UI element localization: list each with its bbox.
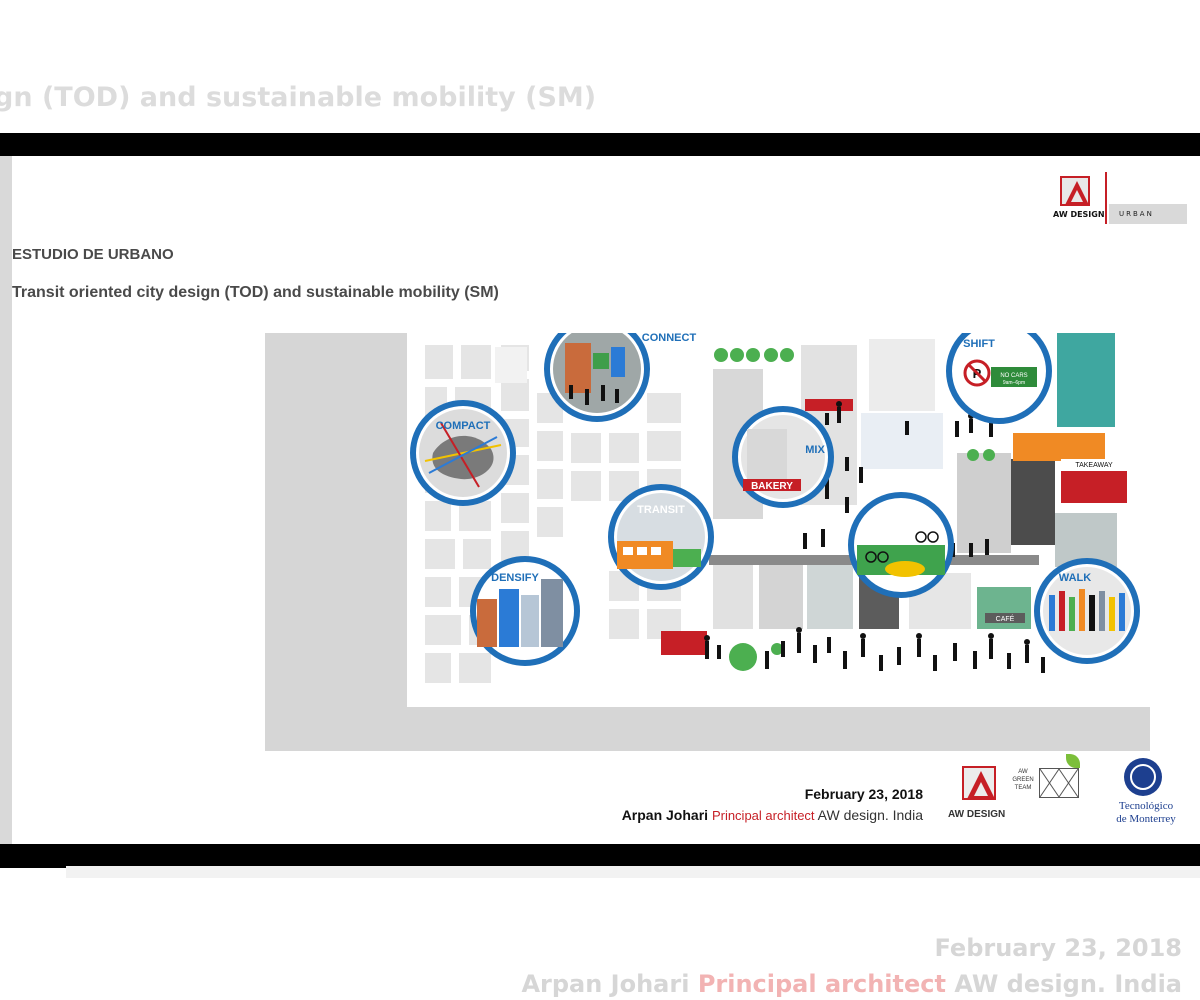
- svg-text:BAKERY: BAKERY: [751, 481, 793, 492]
- presenter-name: Arpan Johari: [621, 807, 709, 823]
- mix-label: MIX: [805, 444, 825, 456]
- slide-edge: [0, 156, 12, 844]
- aw-green-team-logo: AW GREEN TEAM: [1010, 754, 1086, 804]
- walk-circle: WALK: [1034, 558, 1140, 664]
- presenter-role: Principal architect: [711, 808, 815, 823]
- transit-circle: TRANSIT: [608, 484, 714, 590]
- cycle-circle: CYCLE: [848, 492, 954, 598]
- leaf-icon: [1066, 754, 1080, 768]
- compact-circle: COMPACT: [410, 400, 516, 506]
- aw-logo-icon: [1060, 176, 1090, 206]
- presenter-firm: AW design. India: [817, 807, 923, 823]
- cycle-label: CYCLE: [878, 504, 915, 516]
- brand-divider: [1105, 172, 1107, 224]
- tec-name-line1: Tecnológico: [1118, 800, 1174, 812]
- shift-circle: P NO CARS 9am–6pm SHIFT: [946, 333, 1052, 424]
- connect-circle: CONNECT: [544, 333, 697, 422]
- slide-shadow: [66, 866, 1200, 878]
- tod-illustration-svg: COMPACT CONNECT: [265, 333, 1150, 751]
- cafe-sign: CAFÉ: [996, 614, 1015, 623]
- densify-label: DENSIFY: [491, 572, 539, 584]
- presentation-date: February 23, 2018: [804, 786, 923, 802]
- tec-name-line2: de Monterrey: [1116, 813, 1176, 825]
- letterbox-bottom-bar: [0, 844, 1200, 868]
- presenter-line: Arpan Johari Principal architect AW desi…: [622, 807, 923, 823]
- brand-header: AW DESIGN URBAN: [1050, 172, 1190, 228]
- ghost-title: gn (TOD) and sustainable mobility (SM): [0, 82, 597, 113]
- aw-design-logo: AW DESIGN: [948, 762, 1018, 824]
- ghost-presenter-name: Arpan Johari: [521, 970, 690, 998]
- tod-illustration: COMPACT CONNECT: [265, 333, 1150, 751]
- tec-seal-icon: [1124, 758, 1162, 796]
- svg-text:9am–6pm: 9am–6pm: [1003, 380, 1025, 386]
- shift-label: SHIFT: [963, 338, 995, 350]
- buildings-group: [661, 333, 1127, 655]
- ghost-date: February 23, 2018: [934, 934, 1183, 962]
- slide-heading: ESTUDIO DE URBANO: [12, 246, 174, 263]
- mix-circle: BAKERY MIX: [732, 406, 834, 508]
- takeaway-sign: TAKEAWAY: [1075, 462, 1113, 469]
- svg-text:NO CARS: NO CARS: [1000, 373, 1027, 379]
- ghost-presenter-line: Arpan Johari Principal architect AW desi…: [521, 970, 1182, 998]
- letterbox-top-bar: [0, 133, 1200, 156]
- walk-label: WALK: [1059, 572, 1091, 584]
- ghost-presenter-firm: AW design. India: [954, 970, 1182, 998]
- slide-subheading: Transit oriented city design (TOD) and s…: [12, 284, 499, 301]
- green-team-mark-icon: [1039, 768, 1079, 798]
- transit-label: TRANSIT: [637, 504, 685, 516]
- brand-name: AW DESIGN: [1053, 210, 1105, 219]
- connect-label: CONNECT: [642, 333, 697, 344]
- green-team-text: AW GREEN TEAM: [1012, 769, 1034, 791]
- tec-monterrey-logo: Tecnológico de Monterrey: [1108, 756, 1184, 828]
- compact-label: COMPACT: [436, 420, 491, 432]
- aw-mark-icon: [962, 766, 996, 800]
- ghost-presenter-role: Principal architect: [697, 970, 946, 998]
- densify-circle: DENSIFY: [470, 556, 580, 666]
- aw-logo-text: AW DESIGN: [948, 809, 1006, 820]
- section-label-box: URBAN: [1109, 204, 1187, 224]
- section-label: URBAN: [1119, 210, 1154, 218]
- slide: AW DESIGN URBAN ESTUDIO DE URBANO Transi…: [0, 156, 1200, 844]
